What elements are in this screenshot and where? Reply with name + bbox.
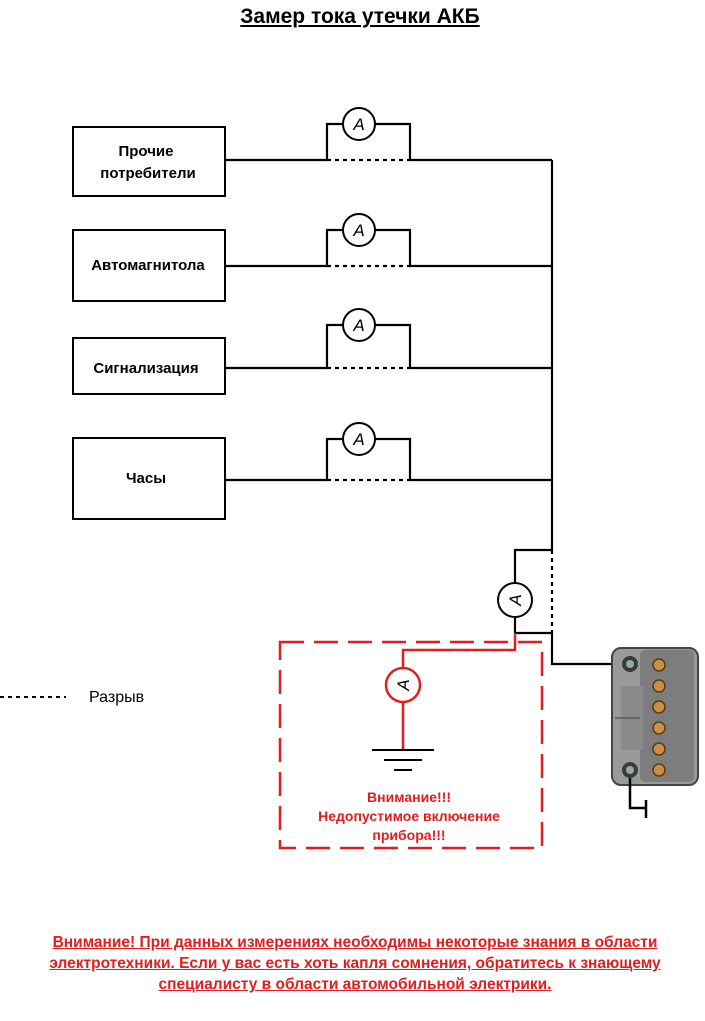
wrong-connection-line: Внимание!!! <box>367 789 451 805</box>
consumer-box-alarm: Сигнализация <box>72 337 226 395</box>
ammeter-symbol: A <box>352 430 364 449</box>
wrong-ammeter <box>384 666 422 704</box>
consumer-label-line: Прочие <box>118 143 173 160</box>
ammeter-alarm: A <box>342 308 376 342</box>
ammeter-symbol: A <box>352 316 364 335</box>
ammeter-clock: A <box>342 422 376 456</box>
consumer-label-line: потребители <box>100 165 195 182</box>
ammeter-other: A <box>342 107 376 141</box>
consumer-wires <box>225 122 625 666</box>
bottom-warning: Внимание! При данных измерениях необходи… <box>49 934 661 993</box>
battery-icon <box>611 647 699 818</box>
ammeter-symbol: A <box>352 115 364 134</box>
ammeter-symbol: A <box>352 221 364 240</box>
consumer-box-clock: Часы <box>72 437 226 520</box>
wrong-connection-line: Недопустимое включение <box>318 808 500 824</box>
legend-label: Разрыв <box>89 689 144 706</box>
consumer-box-other: Прочие потребители <box>72 126 226 197</box>
page-title: Замер тока утечки АКБ <box>240 5 480 28</box>
ammeter-symbol: A <box>394 679 413 691</box>
ammeter-symbol: A <box>506 594 525 606</box>
consumer-label-line: Автомагнитола <box>91 257 205 274</box>
consumer-box-radio: Автомагнитола <box>72 229 226 302</box>
ammeter-radio: A <box>342 213 376 247</box>
battery-caps <box>652 658 666 777</box>
ground-symbol <box>372 749 434 771</box>
consumer-label-line: Часы <box>126 470 166 487</box>
consumer-label-line: Сигнализация <box>93 360 198 377</box>
legend: Разрыв <box>0 689 144 706</box>
wrong-connection-area: A Внимание!!! Недопустимое включение при… <box>278 633 544 850</box>
ammeter-main: A <box>497 582 533 618</box>
wrong-connection-line: прибора!!! <box>372 827 445 843</box>
